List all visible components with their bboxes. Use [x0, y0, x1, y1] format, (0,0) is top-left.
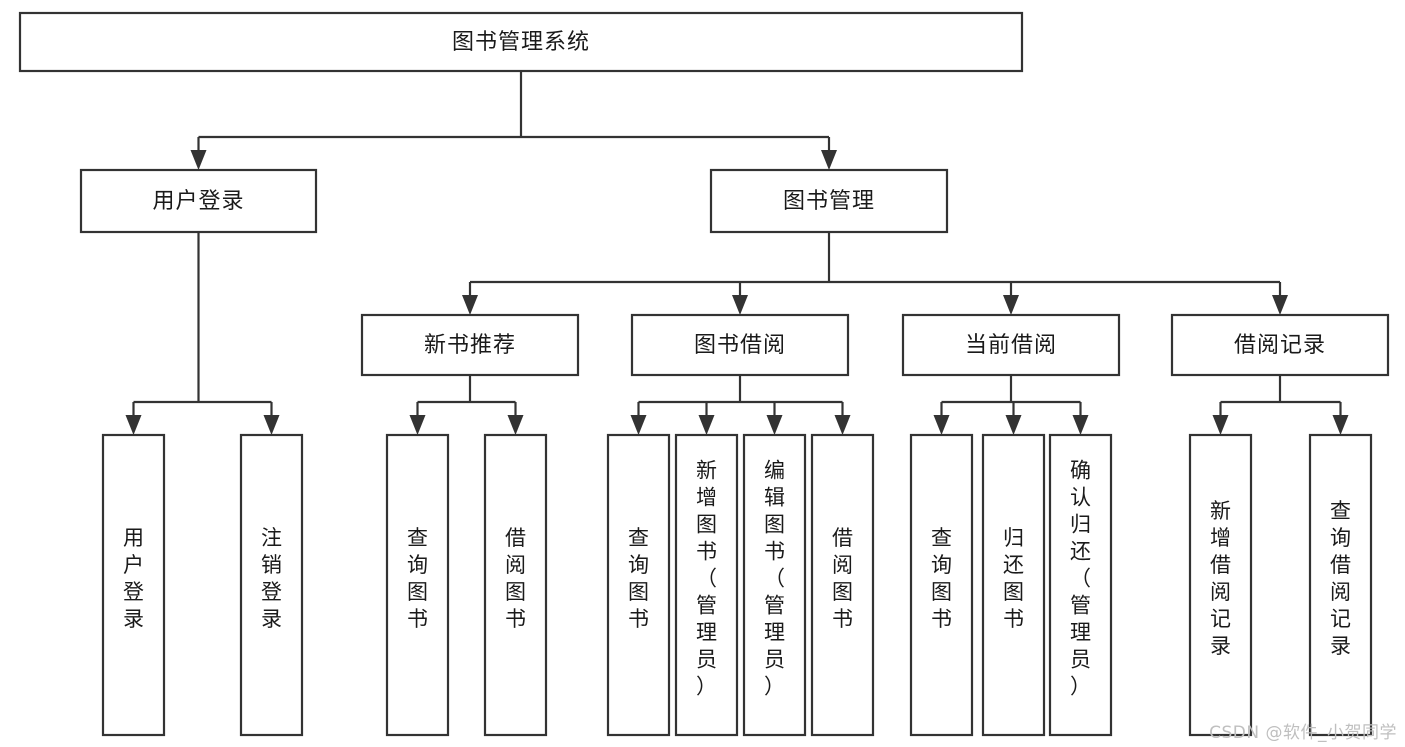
node-current-borrow[interactable]: 当前借阅 — [901, 313, 1121, 377]
node-current-borrow-box — [901, 313, 1121, 377]
node-leaf-edit-book[interactable]: 编辑图书（管理员） — [742, 433, 807, 737]
node-book-management[interactable]: 图书管理 — [709, 168, 949, 234]
node-user-login[interactable]: 用户登录 — [79, 168, 318, 234]
node-leaf-return-book-box — [981, 433, 1046, 737]
node-book-borrow-label: 图书借阅 — [694, 333, 786, 358]
node-book-management-box — [709, 168, 949, 234]
node-leaf-edit-book-box — [742, 433, 807, 737]
node-leaf-add-record[interactable]: 新增借阅记录 — [1188, 433, 1253, 737]
node-leaf-query-record-label: 查询借阅记录 — [1330, 499, 1351, 658]
node-leaf-query-book-3[interactable]: 查询图书 — [909, 433, 974, 737]
node-root-box — [18, 11, 1024, 73]
arrow-head-icon — [190, 150, 207, 170]
arrow-head-icon — [732, 295, 748, 315]
node-leaf-query-book-1[interactable]: 查询图书 — [385, 433, 450, 737]
arrow-head-icon — [125, 415, 142, 435]
node-leaf-query-book-2[interactable]: 查询图书 — [606, 433, 671, 737]
arrow-head-icon — [1212, 415, 1229, 435]
node-root[interactable]: 图书管理系统 — [18, 11, 1024, 73]
node-leaf-edit-book-label: 编辑图书（管理员） — [764, 459, 785, 699]
node-leaf-borrow-book-1[interactable]: 借阅图书 — [483, 433, 548, 737]
node-leaf-user-login-label: 用户登录 — [123, 526, 144, 631]
arrow-head-icon — [1272, 295, 1288, 315]
node-new-book-recommend[interactable]: 新书推荐 — [360, 313, 580, 377]
arrow-head-icon — [821, 150, 837, 170]
node-leaf-add-book[interactable]: 新增图书（管理员） — [674, 433, 739, 737]
node-leaf-borrow-book-2-label: 借阅图书 — [832, 526, 853, 631]
node-leaf-return-book-label: 归还图书 — [1003, 526, 1024, 631]
arrow-head-icon — [766, 415, 783, 435]
node-leaf-add-book-box — [674, 433, 739, 737]
node-leaf-logout[interactable]: 注销登录 — [239, 433, 304, 737]
node-leaf-user-login-box — [101, 433, 166, 737]
node-leaf-query-book-2-box — [606, 433, 671, 737]
node-leaf-logout-label: 注销登录 — [261, 526, 282, 631]
node-leaf-logout-box — [239, 433, 304, 737]
node-leaf-add-record-label: 新增借阅记录 — [1210, 499, 1231, 658]
node-leaf-confirm-return-box — [1048, 433, 1113, 737]
node-leaf-confirm-return-label: 确认归还（管理员） — [1070, 459, 1091, 699]
node-user-login-label: 用户登录 — [152, 189, 244, 214]
node-user-login-box — [79, 168, 318, 234]
node-book-borrow[interactable]: 图书借阅 — [630, 313, 850, 377]
arrow-head-icon — [834, 415, 851, 435]
arrow-head-icon — [409, 415, 426, 435]
nodes-layer: 图书管理系统用户登录图书管理新书推荐图书借阅当前借阅借阅记录用户登录注销登录查询… — [18, 11, 1390, 737]
node-leaf-borrow-book-1-box — [483, 433, 548, 737]
arrow-head-icon — [507, 415, 524, 435]
node-book-management-label: 图书管理 — [783, 189, 875, 214]
arrow-head-icon — [1003, 295, 1019, 315]
node-leaf-confirm-return[interactable]: 确认归还（管理员） — [1048, 433, 1113, 737]
node-root-label: 图书管理系统 — [452, 30, 590, 55]
connectors-layer — [125, 71, 1349, 435]
arrow-head-icon — [1072, 415, 1089, 435]
node-borrow-record-box — [1170, 313, 1390, 377]
node-new-book-recommend-box — [360, 313, 580, 377]
node-leaf-borrow-book-2[interactable]: 借阅图书 — [810, 433, 875, 737]
node-leaf-borrow-book-1-label: 借阅图书 — [505, 526, 526, 631]
node-new-book-recommend-label: 新书推荐 — [424, 333, 516, 358]
arrow-head-icon — [1332, 415, 1349, 435]
node-borrow-record-label: 借阅记录 — [1234, 333, 1326, 358]
node-leaf-query-book-3-box — [909, 433, 974, 737]
node-borrow-record[interactable]: 借阅记录 — [1170, 313, 1390, 377]
arrow-head-icon — [1005, 415, 1022, 435]
arrow-head-icon — [933, 415, 950, 435]
node-leaf-return-book[interactable]: 归还图书 — [981, 433, 1046, 737]
arrow-head-icon — [698, 415, 715, 435]
node-leaf-query-book-3-label: 查询图书 — [931, 526, 952, 631]
node-book-borrow-box — [630, 313, 850, 377]
node-leaf-query-record[interactable]: 查询借阅记录 — [1308, 433, 1373, 737]
node-leaf-add-book-label: 新增图书（管理员） — [696, 459, 717, 699]
arrow-head-icon — [263, 415, 280, 435]
arrow-head-icon — [462, 295, 478, 315]
node-leaf-add-record-box — [1188, 433, 1253, 737]
arrow-head-icon — [630, 415, 647, 435]
node-leaf-query-book-1-box — [385, 433, 450, 737]
node-leaf-query-book-1-label: 查询图书 — [407, 526, 428, 631]
node-leaf-query-record-box — [1308, 433, 1373, 737]
node-leaf-user-login[interactable]: 用户登录 — [101, 433, 166, 737]
node-current-borrow-label: 当前借阅 — [965, 333, 1057, 358]
node-leaf-query-book-2-label: 查询图书 — [628, 526, 649, 631]
node-leaf-borrow-book-2-box — [810, 433, 875, 737]
